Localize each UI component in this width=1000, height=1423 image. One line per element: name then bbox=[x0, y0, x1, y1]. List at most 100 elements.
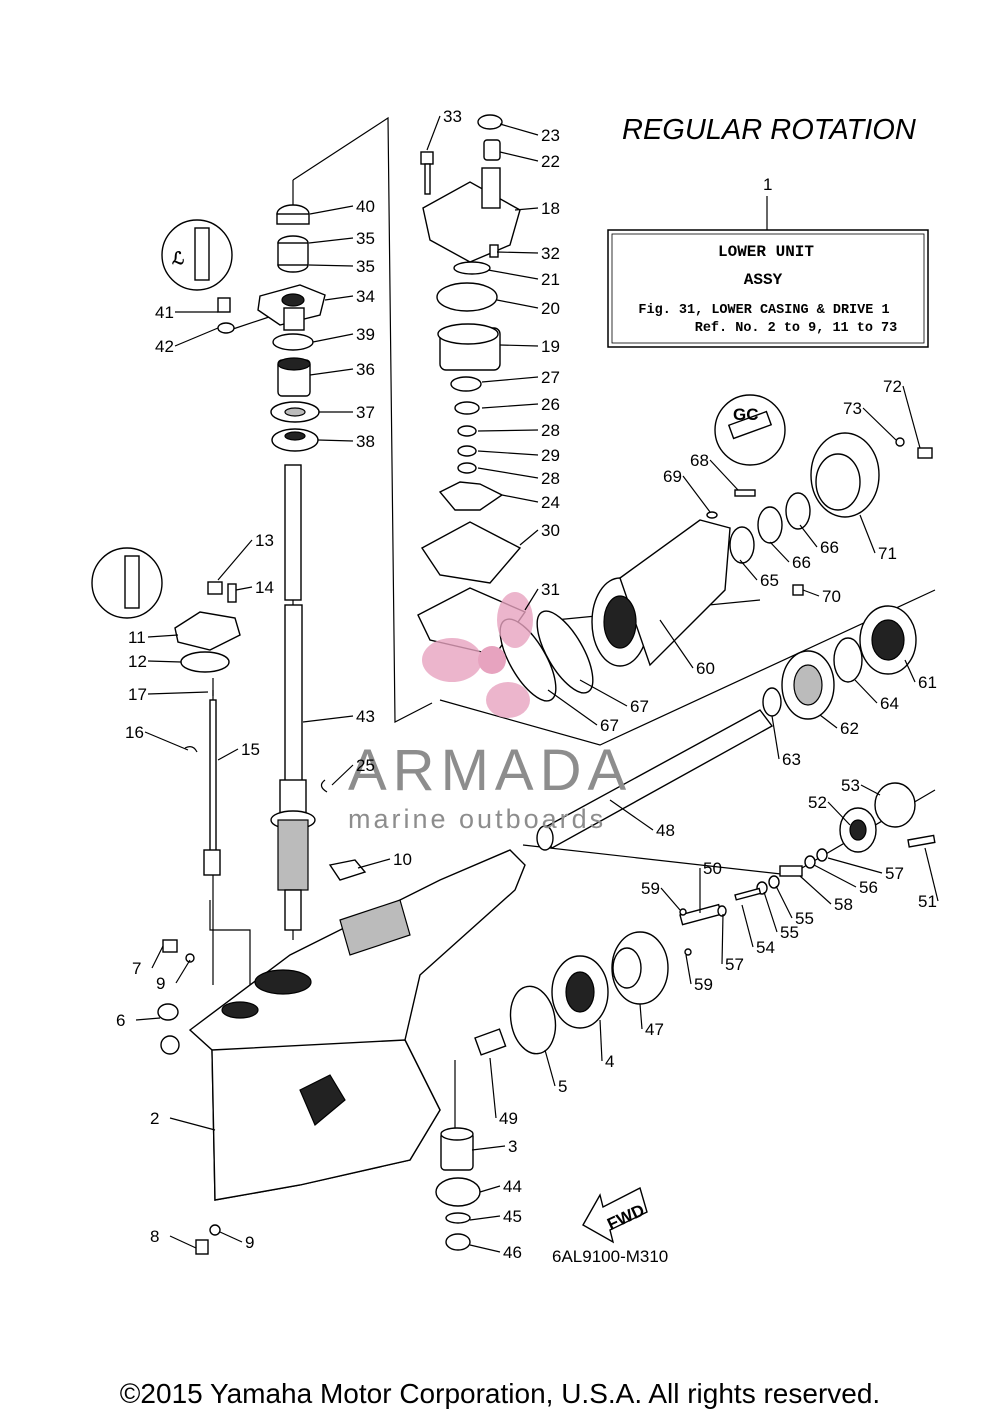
assy-box: 1 LOWER UNIT ASSY Fig. 31, LOWER CASING … bbox=[607, 175, 929, 348]
callout-leader bbox=[771, 715, 780, 760]
callout-leader bbox=[489, 1057, 497, 1119]
callout-leader bbox=[496, 251, 539, 254]
callout-number-34: 34 bbox=[356, 287, 375, 306]
callout-number-68: 68 bbox=[690, 451, 709, 470]
callout-number-60: 60 bbox=[696, 659, 715, 678]
callout-leader bbox=[135, 1017, 161, 1021]
gear-train-parts bbox=[435, 605, 936, 1251]
callout-leader bbox=[524, 588, 539, 611]
callout-number-47: 47 bbox=[645, 1020, 664, 1039]
callout-number-69: 69 bbox=[663, 467, 682, 486]
callout-leader bbox=[609, 799, 654, 831]
callout-leader bbox=[579, 679, 628, 707]
callout-number-11: 11 bbox=[128, 628, 146, 647]
callout-leader bbox=[514, 207, 539, 211]
callout-number-70: 70 bbox=[822, 587, 841, 606]
callout-leader bbox=[312, 333, 354, 343]
callout-leader bbox=[309, 205, 354, 215]
callout-number-56: 56 bbox=[859, 878, 878, 897]
callout-number-59: 59 bbox=[641, 879, 660, 898]
callout-number-65: 65 bbox=[760, 571, 779, 590]
callout-number-45: 45 bbox=[503, 1207, 522, 1226]
callout-number-50: 50 bbox=[703, 859, 722, 878]
callout-number-20: 20 bbox=[541, 299, 560, 318]
callout-number-63: 63 bbox=[782, 750, 801, 769]
callout-leader bbox=[147, 634, 179, 638]
callout-number-51: 51 bbox=[918, 892, 937, 911]
callout-number-3: 3 bbox=[508, 1137, 517, 1156]
callout-leader bbox=[544, 1049, 556, 1087]
callout-number-21: 21 bbox=[541, 270, 560, 289]
callout-leader bbox=[924, 847, 939, 902]
callout-leader bbox=[144, 731, 189, 751]
watermark: ARMADA marine outboards bbox=[348, 592, 626, 834]
callout-number-67: 67 bbox=[630, 697, 649, 716]
callout-leader bbox=[599, 1019, 603, 1062]
callout-number-42: 42 bbox=[155, 337, 174, 356]
callout-number-36: 36 bbox=[356, 360, 375, 379]
callout-leader bbox=[519, 529, 539, 546]
callout-leader bbox=[721, 913, 724, 965]
callout-leader bbox=[499, 344, 539, 347]
svg-text:GC: GC bbox=[733, 405, 759, 424]
callout-number-33: 33 bbox=[443, 107, 462, 126]
callout-number-29: 29 bbox=[541, 446, 560, 465]
callout-leader bbox=[479, 1185, 501, 1193]
callout-number-35: 35 bbox=[356, 257, 375, 276]
callout-leader bbox=[660, 887, 681, 911]
callout-number-19: 19 bbox=[541, 337, 560, 356]
callout-leader bbox=[308, 264, 354, 267]
callout-leader bbox=[902, 385, 921, 449]
callout-number-40: 40 bbox=[356, 197, 375, 216]
callout-number-28: 28 bbox=[541, 421, 560, 440]
callout-leader bbox=[217, 748, 239, 761]
callout-number-17: 17 bbox=[128, 685, 147, 704]
callout-leader bbox=[819, 714, 838, 729]
callout-leader bbox=[741, 904, 754, 948]
assy-line-1: LOWER UNIT bbox=[718, 243, 814, 261]
callout-number-38: 38 bbox=[356, 432, 375, 451]
callout-leader bbox=[477, 429, 539, 432]
shift-rod-parts bbox=[174, 581, 241, 876]
assy-line-2: ASSY bbox=[744, 271, 783, 289]
callout-number-58: 58 bbox=[834, 895, 853, 914]
callout-number-2: 2 bbox=[150, 1109, 159, 1128]
copyright-notice: ©2015 Yamaha Motor Corporation, U.S.A. A… bbox=[119, 1378, 881, 1409]
callout-number-22: 22 bbox=[541, 152, 560, 171]
callout-number-66: 66 bbox=[792, 553, 811, 572]
callout-leader bbox=[147, 660, 182, 663]
callout-leader bbox=[763, 891, 778, 933]
callout-leader bbox=[235, 586, 253, 591]
callout-number-9: 9 bbox=[245, 1233, 254, 1252]
callout-leader bbox=[219, 1231, 243, 1243]
propeller-logo-icon bbox=[422, 592, 533, 718]
callout-number-18: 18 bbox=[541, 199, 560, 218]
fwd-arrow-icon: FWD bbox=[582, 1186, 648, 1244]
callout-number-30: 30 bbox=[541, 521, 560, 540]
callout-leader bbox=[827, 857, 883, 874]
callout-number-66: 66 bbox=[820, 538, 839, 557]
callout-leader bbox=[799, 524, 818, 548]
callout-leader bbox=[169, 1235, 197, 1249]
callout-number-7: 7 bbox=[132, 959, 141, 978]
callout-leader bbox=[860, 784, 881, 796]
assy-line-3: Fig. 31, LOWER CASING & DRIVE 1 bbox=[638, 303, 889, 318]
callout-leader bbox=[854, 679, 878, 704]
callout-leader bbox=[685, 954, 692, 985]
callout-leader bbox=[496, 299, 539, 309]
callout-leader bbox=[469, 1244, 501, 1253]
callout-number-55: 55 bbox=[780, 923, 799, 942]
assy-line-4: Ref. No. 2 to 9, 11 to 73 bbox=[695, 321, 898, 336]
callout-number-59: 59 bbox=[694, 975, 713, 994]
callout-number-64: 64 bbox=[880, 694, 899, 713]
callout-leader bbox=[481, 376, 539, 383]
callout-number-4: 4 bbox=[605, 1052, 614, 1071]
callout-leader bbox=[174, 327, 219, 347]
callout-leader bbox=[802, 589, 820, 597]
callout-number-25: 25 bbox=[356, 756, 375, 775]
tool-callouts: ℒ GC bbox=[91, 219, 786, 619]
callout-number-32: 32 bbox=[541, 244, 560, 263]
callout-number-44: 44 bbox=[503, 1177, 522, 1196]
callout-leader bbox=[682, 475, 711, 513]
callout-leader bbox=[426, 115, 441, 151]
